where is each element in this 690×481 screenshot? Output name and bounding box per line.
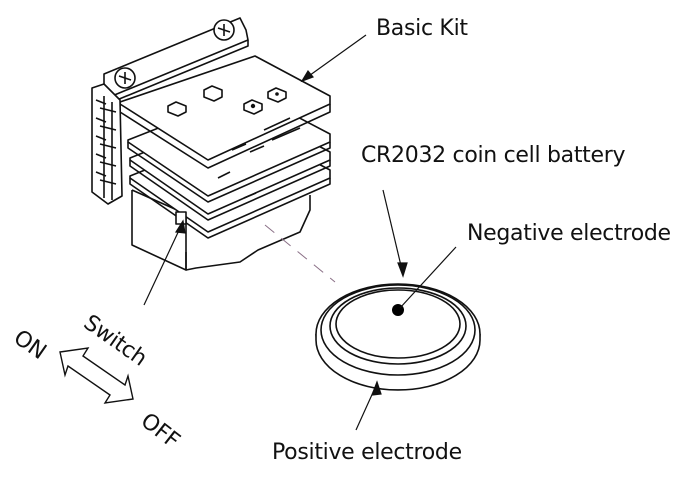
positive-electrode-label: Positive electrode [272,440,462,465]
battery-leader [382,189,403,271]
switch-arrowhead [174,219,186,234]
battery-arrowhead [397,262,408,278]
coin-cell-battery [315,283,481,391]
basic-kit-label: Basic Kit [376,16,468,41]
negative-leader [399,246,457,309]
on-off-double-arrow-icon [59,347,134,404]
switch-nub [175,211,187,225]
basic-kit-arrowhead [300,69,315,83]
side-connector [91,83,123,205]
negative-electrode-label: Negative electrode [467,221,671,246]
guide-line [264,224,336,283]
positive-arrowhead [371,380,382,396]
switch-leader [143,225,182,306]
board-stack [119,55,331,239]
basic-kit-leader [305,34,367,79]
battery-label: CR2032 coin cell battery [361,143,626,168]
